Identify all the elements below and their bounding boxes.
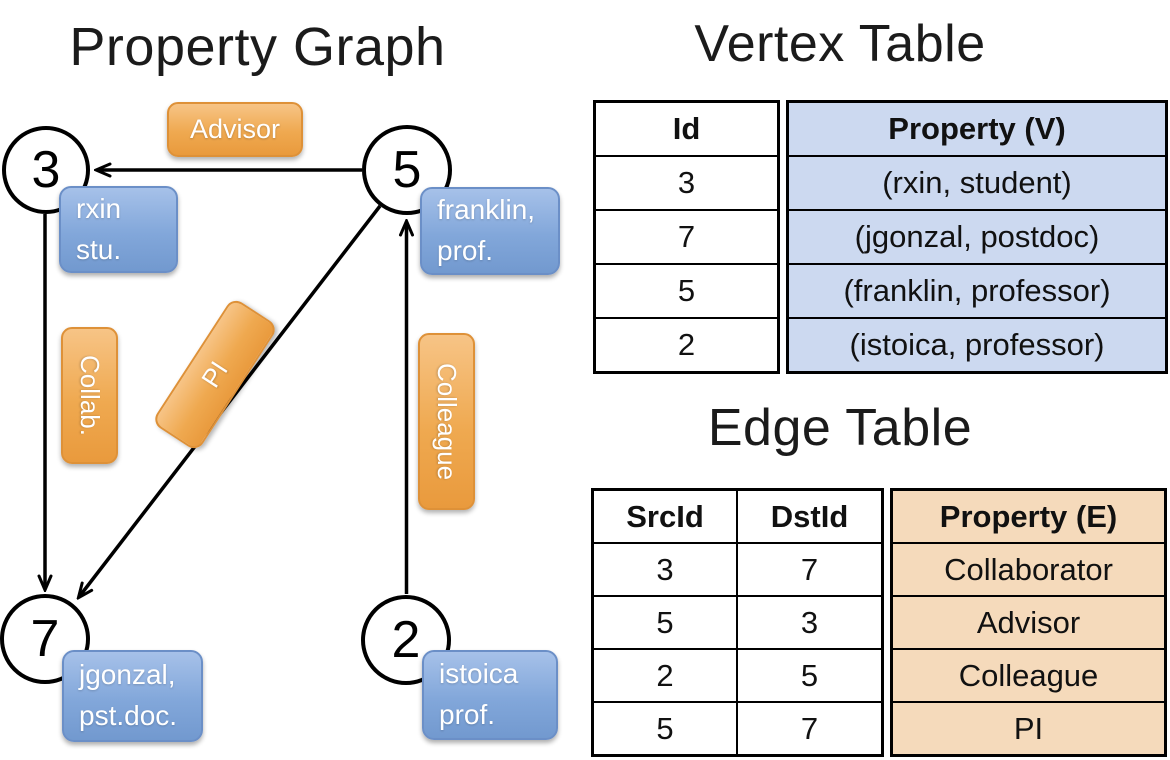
edge-label-advisor: Advisor <box>167 102 303 157</box>
vertex-id-cell: 7 <box>677 219 696 254</box>
vertex-id-cell: 2 <box>677 327 696 362</box>
table-row: 7 <box>596 209 777 263</box>
vertex-property-cell: (franklin, professor) <box>843 273 1111 308</box>
table-row: 2 <box>596 317 777 371</box>
vertex-property-cell: (rxin, student) <box>882 165 1072 200</box>
table-row: Collaborator <box>893 542 1164 595</box>
graph-node-5: 5 <box>362 125 452 215</box>
table-row: 2 5 <box>594 648 881 701</box>
edge-property-cell: Colleague <box>958 657 1099 693</box>
vertex-id-header: Id <box>672 111 701 146</box>
edge-dstid-cell: 7 <box>736 544 881 595</box>
table-row: 3 <box>596 155 777 209</box>
edge-dstid-cell: 7 <box>736 703 881 754</box>
node-2-property-box: istoica prof. <box>422 650 558 740</box>
table-row: Colleague <box>893 648 1164 701</box>
edge-table: SrcId DstId 3 7 5 3 2 5 5 7 Property (E)… <box>591 488 1167 757</box>
vertex-property-header: Property (V) <box>888 111 1066 146</box>
graph-node-2-id: 2 <box>391 611 421 669</box>
graph-node-3-id: 3 <box>31 141 61 199</box>
edge-dstid-header: DstId <box>736 491 881 542</box>
node-5-property-line1: franklin, <box>437 194 536 226</box>
table-row: 5 <box>596 263 777 317</box>
table-row: PI <box>893 701 1164 754</box>
table-row: 5 7 <box>594 701 881 754</box>
property-graph-title: Property Graph <box>69 17 446 77</box>
vertex-table-id-column: Id 3 7 5 2 <box>593 100 780 374</box>
edge-table-property-column: Property (E) Collaborator Advisor Collea… <box>890 488 1167 757</box>
node-7-property-box: jgonzal, pst.doc. <box>62 650 203 742</box>
table-row: (rxin, student) <box>789 155 1165 209</box>
edge-srcid-cell: 5 <box>656 604 674 640</box>
table-row: (istoica, professor) <box>789 317 1165 371</box>
graph-node-2: 2 <box>361 595 451 685</box>
node-2-property-line1: istoica <box>439 658 519 690</box>
vertex-table-title: Vertex Table <box>694 15 986 73</box>
edge-srcid-header: SrcId <box>626 498 704 534</box>
graph-node-5-id: 5 <box>392 141 422 199</box>
vertex-table: Id 3 7 5 2 Property (V) (rxin, student) … <box>593 100 1168 374</box>
node-3-property-line1: rxin <box>76 192 122 224</box>
edge-srcid-cell: 2 <box>656 657 674 693</box>
edge-dstid-cell: 5 <box>736 650 881 701</box>
edge-property-cell: Collaborator <box>944 551 1113 587</box>
edge-srcid-cell: 5 <box>656 710 674 746</box>
table-row: Advisor <box>893 595 1164 648</box>
table-row: (franklin, professor) <box>789 263 1165 317</box>
edge-table-title: Edge Table <box>707 399 973 457</box>
node-5-property-box: franklin, prof. <box>420 187 560 275</box>
edge-label-advisor-text: Advisor <box>189 114 281 144</box>
node-2-property-line2: prof. <box>439 699 496 730</box>
edge-label-pi-text: PI <box>195 355 234 393</box>
edge-label-collab: Collab. <box>61 327 118 464</box>
table-row: 5 3 <box>594 595 881 648</box>
vertex-property-cell: (istoica, professor) <box>849 327 1105 362</box>
table-row: 3 7 <box>594 542 881 595</box>
edge-dstid-cell: 3 <box>736 597 881 648</box>
vertex-property-cell: (jgonzal, postdoc) <box>854 219 1100 254</box>
node-7-property-line2: pst.doc. <box>79 700 178 731</box>
edge-table-id-columns: SrcId DstId 3 7 5 3 2 5 5 7 <box>591 488 884 757</box>
graph-node-7-id: 7 <box>30 610 60 668</box>
edge-label-collab-text: Collab. <box>75 355 105 436</box>
edge-property-cell: Advisor <box>976 604 1081 640</box>
edge-label-colleague-text: Colleague <box>432 362 462 481</box>
node-7-property-line1: jgonzal, <box>79 659 176 691</box>
vertex-table-property-column: Property (V) (rxin, student) (jgonzal, p… <box>786 100 1168 374</box>
vertex-id-cell: 3 <box>677 165 696 200</box>
table-row: (jgonzal, postdoc) <box>789 209 1165 263</box>
edge-label-colleague: Colleague <box>418 333 475 510</box>
edge-srcid-cell: 3 <box>656 551 674 587</box>
node-3-property-box: rxin stu. <box>59 186 178 273</box>
edge-property-header: Property (E) <box>939 498 1118 534</box>
node-3-property-line2: stu. <box>76 233 122 265</box>
node-5-property-line2: prof. <box>437 235 494 266</box>
vertex-id-cell: 5 <box>677 273 696 308</box>
edge-property-cell: PI <box>1013 710 1044 746</box>
